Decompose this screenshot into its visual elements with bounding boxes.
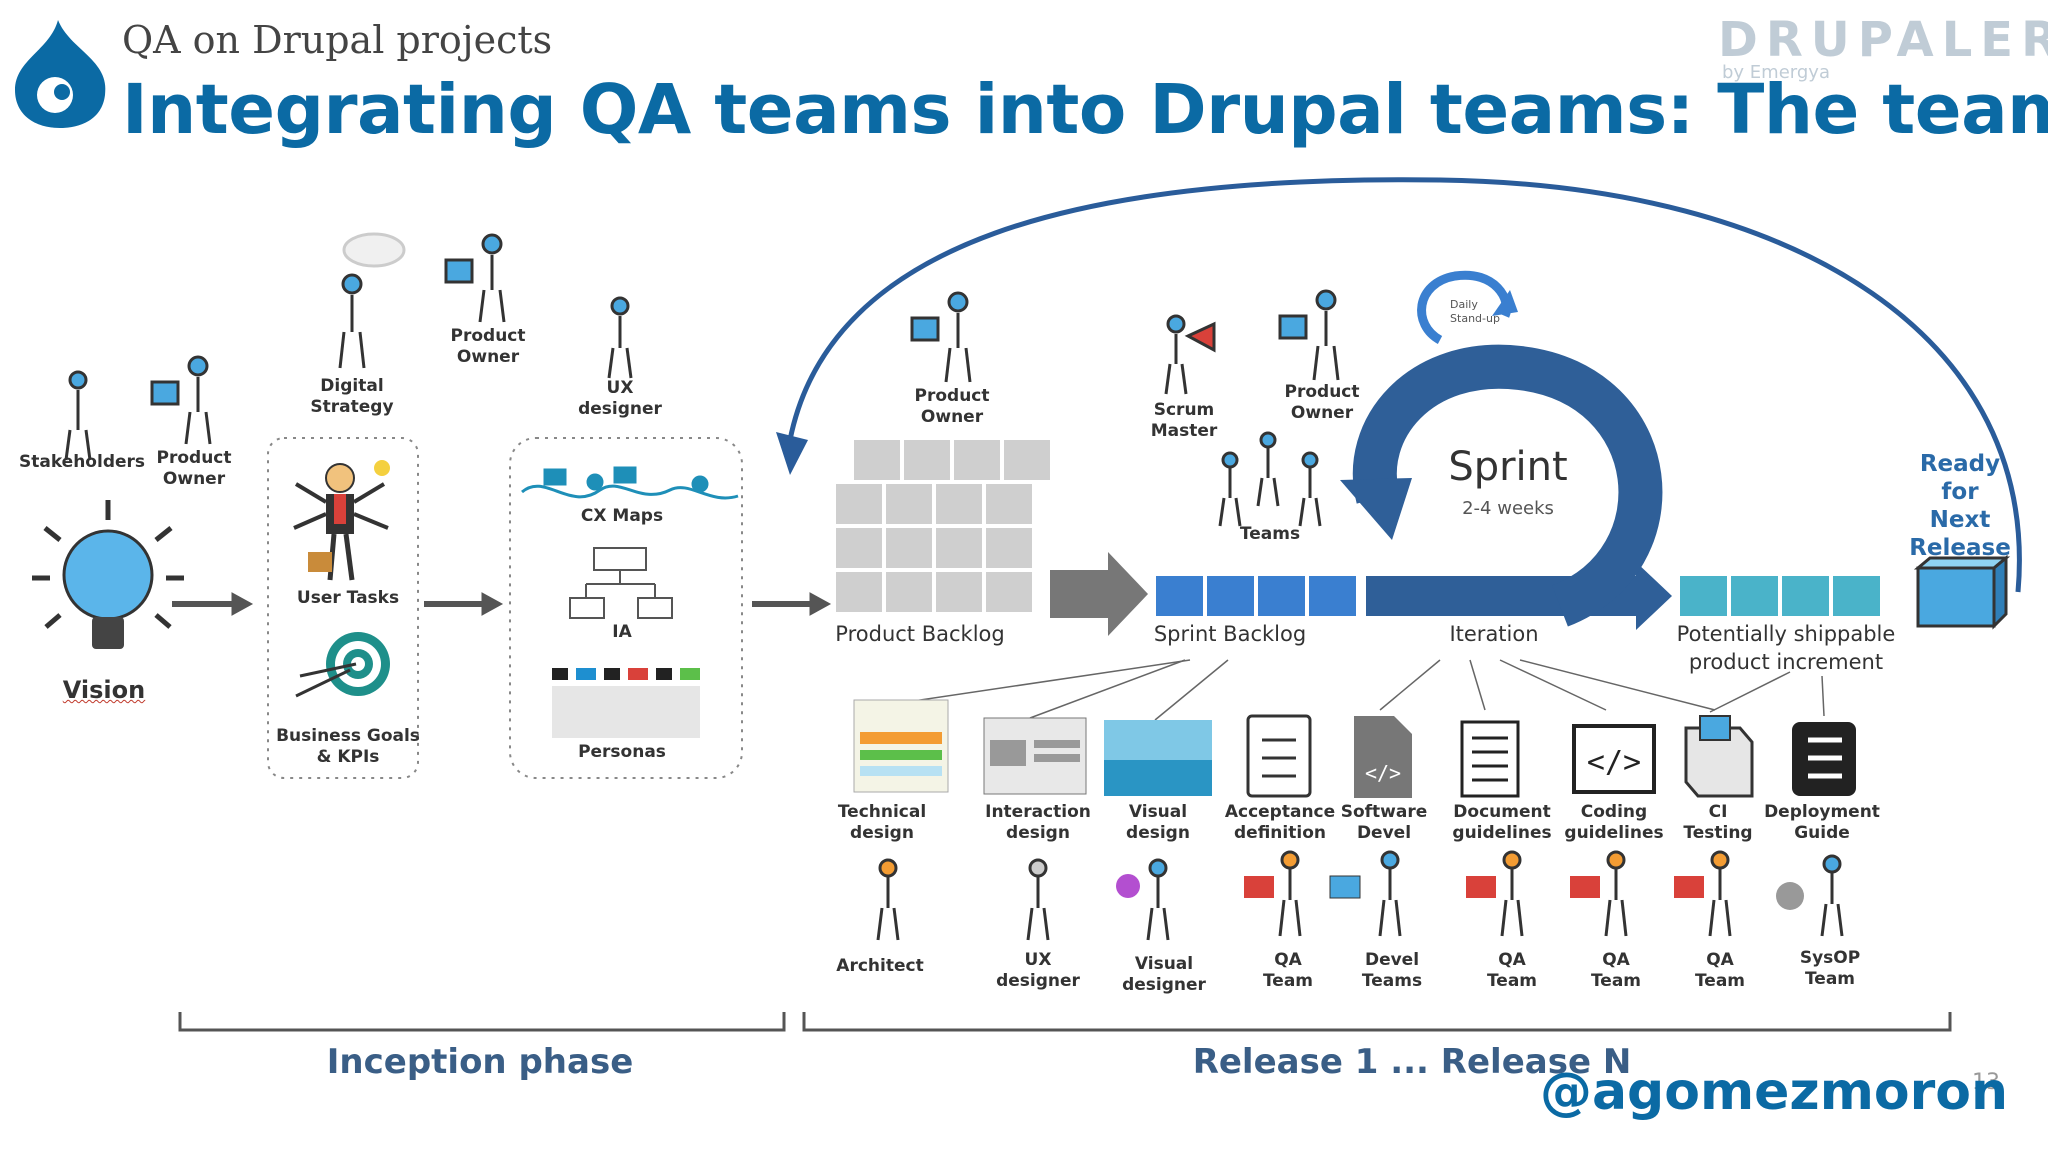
flow-arrow-3 <box>752 592 832 616</box>
iteration-label: Iteration <box>1449 622 1539 646</box>
artifact-label: Software Devel <box>1340 802 1428 843</box>
digital-strategy-label: Digital Strategy <box>310 376 394 417</box>
svg-text:</>: </> <box>1587 745 1641 780</box>
product-backlog-label: Product Backlog <box>835 622 1005 646</box>
technical-design-icon <box>853 699 949 793</box>
daily-standup-label: Daily Stand-up <box>1450 298 1500 325</box>
target-icon <box>295 632 390 698</box>
role-label: QA Team <box>1262 950 1314 991</box>
role-label: SysOP Team <box>1799 948 1861 989</box>
flow-arrow-2 <box>424 592 504 616</box>
user-tasks-illustration <box>293 460 390 581</box>
user-tasks-label: User Tasks <box>296 588 400 608</box>
artifact-label: Technical design <box>837 802 927 843</box>
personas-label: Personas <box>578 742 666 762</box>
ia-tree-icon <box>569 547 673 619</box>
teams-label: Teams <box>1239 524 1301 544</box>
role-label: Devel Teams <box>1361 950 1423 991</box>
increment-blocks <box>1680 576 1880 616</box>
release-loop-arrow <box>787 177 2022 593</box>
artifact-label: Coding guidelines <box>1564 802 1664 843</box>
ux-group-box <box>509 437 743 779</box>
lightbulb-icon <box>32 500 184 649</box>
sprint-cycle-arrowhead <box>1340 478 1412 540</box>
page-number: 13 <box>1972 1070 2000 1095</box>
software-code-file-icon: </> <box>1354 716 1412 798</box>
release-bracket <box>802 1012 1952 1032</box>
product-owner-sprint-label: Product Owner <box>1284 382 1360 423</box>
sprint-cycle-arc <box>1352 344 1663 627</box>
cx-map-illustration <box>521 466 739 500</box>
vision-label: Vision <box>62 676 146 704</box>
deployment-guide-icon <box>1792 722 1856 796</box>
interaction-design-icon <box>983 717 1087 795</box>
release-cube-icon <box>1913 554 2011 630</box>
cx-maps-label: CX Maps <box>580 506 664 526</box>
role-label: QA Team <box>1694 950 1746 991</box>
logo-subtitle: by Emergya <box>1722 62 1830 83</box>
drupal-drop-icon <box>15 20 106 128</box>
product-owner-backlog-label: Product Owner <box>914 386 990 427</box>
sprint-duration-label: 2-4 weeks <box>1462 498 1554 519</box>
document-guidelines-icon <box>1460 720 1520 798</box>
gear-icon <box>1776 882 1804 910</box>
scrum-master-label: Scrum Master <box>1150 400 1218 441</box>
iteration-arrowhead <box>1636 562 1672 630</box>
release-loop-arrowhead <box>776 432 808 475</box>
stakeholders-label: Stakeholders <box>18 452 146 472</box>
product-owner-label-2: Product Owner <box>450 326 526 367</box>
artifact-label: CI Testing <box>1683 802 1753 843</box>
artifact-connectors <box>879 659 1825 721</box>
personas-illustration <box>552 668 700 738</box>
artifact-label: Acceptance definition <box>1224 802 1336 843</box>
release-phase-label: Release 1 ... Release N <box>1192 1042 1632 1082</box>
acceptance-checklist-icon <box>1246 714 1312 798</box>
flow-arrow-1 <box>172 592 254 616</box>
inception-phase-label: Inception phase <box>326 1042 634 1082</box>
backlog-to-sprint-arrow <box>1050 552 1148 636</box>
sprint-backlog-blocks <box>1156 576 1356 616</box>
daily-standup-arrowhead <box>1492 290 1518 316</box>
sprint-label: Sprint <box>1448 444 1568 490</box>
coding-guidelines-icon: </> <box>1572 724 1656 794</box>
color-wheel-icon <box>1116 874 1140 898</box>
business-goals-label: Business Goals & KPIs <box>276 726 420 767</box>
qa-laptop-icons <box>1244 876 1704 898</box>
artifact-label: Interaction design <box>985 802 1091 843</box>
devel-laptop-icon <box>1329 875 1361 899</box>
role-label: Visual designer <box>1122 954 1206 995</box>
artifact-label: Deployment Guide <box>1764 802 1880 843</box>
twitter-handle: @agomezmoron <box>1539 1062 2008 1122</box>
visual-design-icon <box>1104 720 1212 796</box>
drupalera-logo: DRUPALERA <box>1718 12 2048 68</box>
role-label: UX designer <box>996 950 1080 991</box>
ci-testing-box-icon <box>1684 715 1754 798</box>
role-label: Architect <box>836 956 924 976</box>
slide-title: Integrating QA teams into Drupal teams: … <box>122 70 2048 150</box>
increment-label: Potentially shippable product increment <box>1676 622 1896 674</box>
sprint-backlog-label: Sprint Backlog <box>1153 622 1307 646</box>
ia-label: IA <box>612 622 632 642</box>
deck-subtitle: QA on Drupal projects <box>122 18 553 62</box>
role-label: QA Team <box>1590 950 1642 991</box>
product-owner-label-1: Product Owner <box>156 448 232 489</box>
role-label: QA Team <box>1486 950 1538 991</box>
svg-text:</>: </> <box>1365 761 1401 785</box>
ux-designer-label: UX designer <box>578 378 662 419</box>
ready-next-release-label: Ready for Next Release <box>1909 451 2011 561</box>
artifact-label: Document guidelines <box>1452 802 1552 843</box>
person-icons <box>64 232 1844 941</box>
artifact-label: Visual design <box>1126 802 1190 843</box>
inception-bracket <box>178 1012 786 1032</box>
product-backlog-grid <box>836 440 1050 612</box>
